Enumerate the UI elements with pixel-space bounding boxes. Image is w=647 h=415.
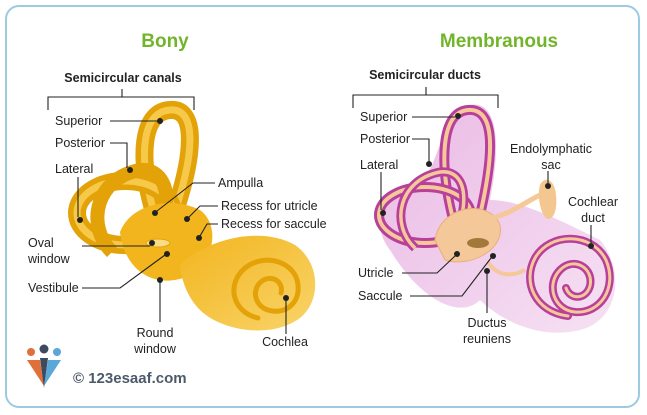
ampulla-leader: [156, 182, 215, 212]
oval-window-dot: [149, 240, 155, 246]
ampulla-dot: [152, 210, 158, 216]
ductus-reuniens-label-2: reuniens: [463, 332, 511, 346]
round-window-label-2: window: [133, 342, 177, 356]
recess-saccule-dot: [196, 235, 202, 241]
saccule-dot: [490, 253, 496, 259]
utricle-dot: [454, 251, 460, 257]
posterior-duct-inner: [399, 170, 466, 250]
utricle-label: Utricle: [358, 266, 393, 280]
bony-labyrinth: Semicircular canals: [27, 71, 327, 356]
membranous-superior-label: Superior: [360, 110, 407, 124]
bony-lateral-label: Lateral: [55, 162, 93, 176]
bony-header-bracket: [47, 89, 195, 110]
diagram-frame: [5, 5, 640, 408]
logo-figure-right-head: [53, 348, 61, 356]
membranous-header: Semicircular ducts: [369, 68, 481, 82]
ampulla-label: Ampulla: [218, 176, 263, 190]
logo-figure-left-head: [27, 348, 35, 356]
cochlear-duct-dot: [588, 243, 594, 249]
vestibule-label: Vestibule: [28, 281, 79, 295]
membranous-superior-dot: [455, 113, 461, 119]
cochlear-duct-label-2: duct: [581, 211, 605, 225]
ductus-reuniens-shape: [486, 260, 526, 277]
logo-figure-center-head: [39, 344, 49, 354]
cochlea-dot: [283, 295, 289, 301]
bony-posterior-canal: [90, 162, 174, 257]
bony-superior-dot: [157, 118, 163, 124]
membranous-lateral-dot: [380, 210, 386, 216]
cochlear-duct-label-1: Cochlear: [568, 195, 618, 209]
bony-header: Semicircular canals: [64, 71, 181, 85]
recess-utricle-label: Recess for utricle: [221, 199, 318, 213]
saccule-label: Saccule: [358, 289, 403, 303]
utricle-leader: [402, 255, 456, 274]
utricle-macula: [467, 238, 489, 248]
ductus-reuniens-label-1: Ductus: [468, 316, 507, 330]
copyright-text: © 123esaaf.com: [73, 370, 187, 387]
oval-window-label-1: Oval: [28, 236, 54, 250]
ductus-reuniens-dot: [484, 268, 490, 274]
brand-logo: [27, 344, 61, 388]
cochlear-duct-inner: [528, 237, 612, 318]
membranous-labyrinth: Semicircular ducts: [352, 68, 618, 346]
bony-cochlea: [180, 235, 316, 331]
membranous-posterior-label: Posterior: [360, 132, 410, 146]
logo-figure-right: [44, 360, 61, 386]
bony-posterior-label: Posterior: [55, 136, 105, 150]
bony-posterior-dot: [127, 167, 133, 173]
saccule-leader: [410, 257, 492, 297]
bony-lateral-dot: [77, 217, 83, 223]
membranous-lateral-label: Lateral: [360, 158, 398, 172]
bony-posterior-leader: [110, 142, 128, 168]
endolymphatic-dot: [545, 183, 551, 189]
oval-window-label-2: window: [27, 252, 71, 266]
round-window-label-1: Round: [137, 326, 174, 340]
recess-utricle-dot: [184, 216, 190, 222]
bony-cochlea-spiral: [231, 257, 301, 321]
logo-figure-left: [27, 360, 44, 386]
bony-title: Bony: [141, 31, 189, 52]
vestibule-dot: [164, 251, 170, 257]
endolymphatic-label-2: sac: [541, 158, 560, 172]
round-window-dot: [157, 277, 163, 283]
membranous-title: Membranous: [440, 31, 558, 52]
bony-superior-label: Superior: [55, 114, 102, 128]
membranous-header-bracket: [352, 87, 499, 108]
membranous-posterior-dot: [426, 161, 432, 167]
recess-saccule-leader: [199, 223, 218, 237]
recess-utricle-leader: [188, 205, 218, 218]
endolymphatic-label-1: Endolymphatic: [510, 142, 592, 156]
cochlea-label: Cochlea: [262, 335, 308, 349]
recess-saccule-label: Recess for saccule: [221, 217, 327, 231]
endolymphatic-duct: [477, 192, 543, 223]
vestibule-leader: [82, 254, 166, 289]
endolymphatic-sac: [538, 179, 557, 219]
membranous-posterior-leader: [412, 138, 430, 161]
logo-figure-center: [40, 358, 48, 388]
